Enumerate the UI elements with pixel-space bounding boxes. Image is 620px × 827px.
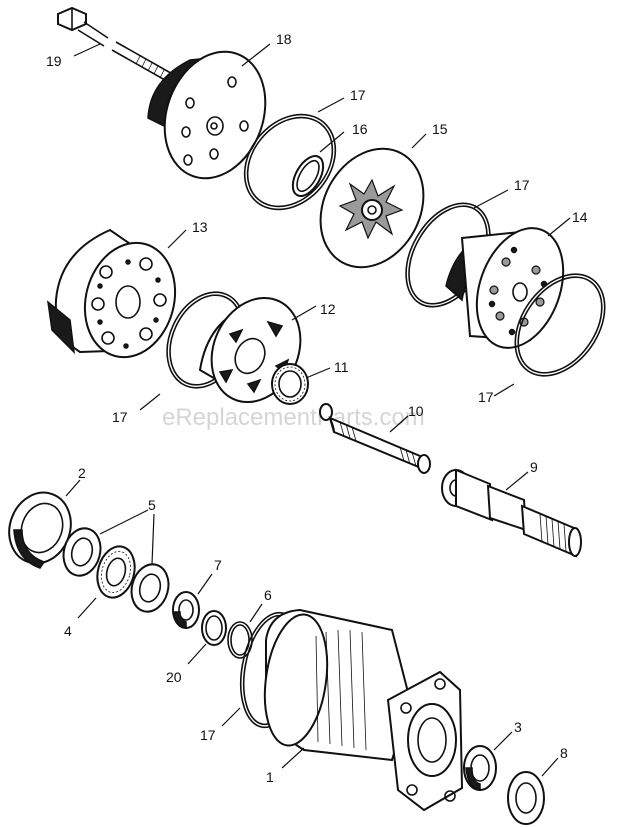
leader-5a [99,509,149,535]
part-o-ring-17-far-right[interactable] [497,257,620,392]
leader-14 [547,217,571,237]
leader-17e [221,707,241,727]
part-housing-1[interactable] [257,608,464,812]
leader-lines [65,43,571,777]
callout-9: 9 [530,459,538,475]
part-splined-shaft-10[interactable] [319,403,431,474]
callout-4: 4 [64,623,72,639]
callout-17-d: 17 [112,409,128,425]
leader-5b [151,513,155,565]
part-seal-2[interactable] [0,484,81,572]
leader-3 [493,731,513,751]
leader-9 [505,471,529,491]
leader-17a [317,97,345,113]
leader-10 [389,415,409,433]
callout-11: 11 [334,359,349,375]
callout-5: 5 [148,497,156,513]
part-thrust-washer-5-upper[interactable] [58,524,105,580]
part-seal-8[interactable] [507,771,545,825]
part-bearing-11[interactable] [271,363,309,405]
callout-17-a: 17 [350,87,366,103]
callout-2: 2 [78,465,86,481]
part-thrust-washer-5-lower[interactable] [126,560,173,616]
part-rotor-set-14[interactable] [445,216,579,360]
leader-11 [305,367,331,379]
leader-19 [73,43,101,57]
callout-3: 3 [514,719,522,735]
part-bearing-3[interactable] [463,745,497,791]
callout-16: 16 [352,121,368,137]
callout-12: 12 [320,301,336,317]
callout-20: 20 [166,669,182,685]
leader-17d [139,393,161,411]
callout-17-c: 17 [478,389,494,405]
part-seal-16[interactable] [287,151,330,201]
callout-14: 14 [572,209,588,225]
callout-18: 18 [276,31,292,47]
part-star-plate-15[interactable] [301,131,444,286]
leader-4 [77,597,97,619]
leader-16 [319,131,345,153]
leader-2 [65,479,81,497]
part-bushing-7[interactable] [172,591,200,629]
part-end-cap-18[interactable] [147,38,283,193]
leader-1 [281,747,305,769]
callout-6: 6 [264,587,272,603]
part-snap-ring-6[interactable] [227,621,253,659]
leader-20 [187,643,207,665]
callout-15: 15 [432,121,448,137]
leader-6 [249,603,263,623]
part-washer-20[interactable] [201,610,227,646]
part-o-ring-17-upper[interactable] [226,96,354,227]
part-rotor-housing-13[interactable] [46,228,188,367]
callout-1: 1 [266,769,274,785]
callout-13: 13 [192,219,208,235]
leader-13 [167,229,187,249]
callout-10: 10 [408,403,424,419]
callout-17-e: 17 [200,727,216,743]
callout-17-b: 17 [514,177,530,193]
watermark-text: eReplacementParts.com [162,404,425,431]
part-thrust-bearing-4[interactable] [92,542,140,602]
callout-7: 7 [214,557,222,573]
leader-7 [197,573,213,595]
leader-17c [493,383,515,397]
leader-8 [541,757,559,777]
part-drive-shaft-9[interactable] [441,468,582,558]
leader-15 [411,133,427,149]
leader-17b [473,189,509,209]
leader-18 [241,43,271,67]
callout-8: 8 [560,745,568,761]
callout-labels: 18 19 17 16 15 17 14 17 13 12 11 17 10 9… [46,31,588,785]
part-bolt-19[interactable] [57,6,177,85]
callout-19: 19 [46,53,62,69]
leader-12 [291,305,317,321]
